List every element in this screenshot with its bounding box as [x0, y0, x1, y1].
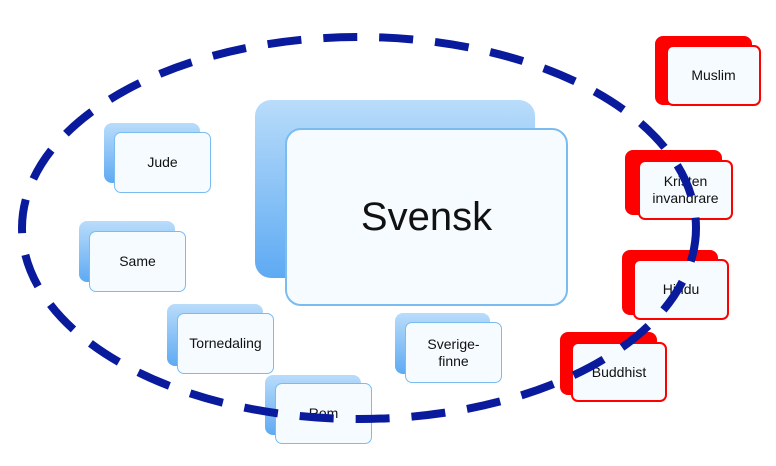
node-jude: Jude — [114, 132, 211, 193]
node-muslim: Muslim — [666, 45, 761, 106]
node-sverigefinne: Sverige- finne — [405, 322, 502, 383]
node-same: Same — [89, 231, 186, 292]
node-kristen-invandrare: Kristen invandrare — [638, 160, 733, 220]
boundary-ellipse — [18, 33, 700, 423]
node-svensk: Svensk — [285, 128, 568, 306]
node-tornedaling: Tornedaling — [177, 313, 274, 374]
